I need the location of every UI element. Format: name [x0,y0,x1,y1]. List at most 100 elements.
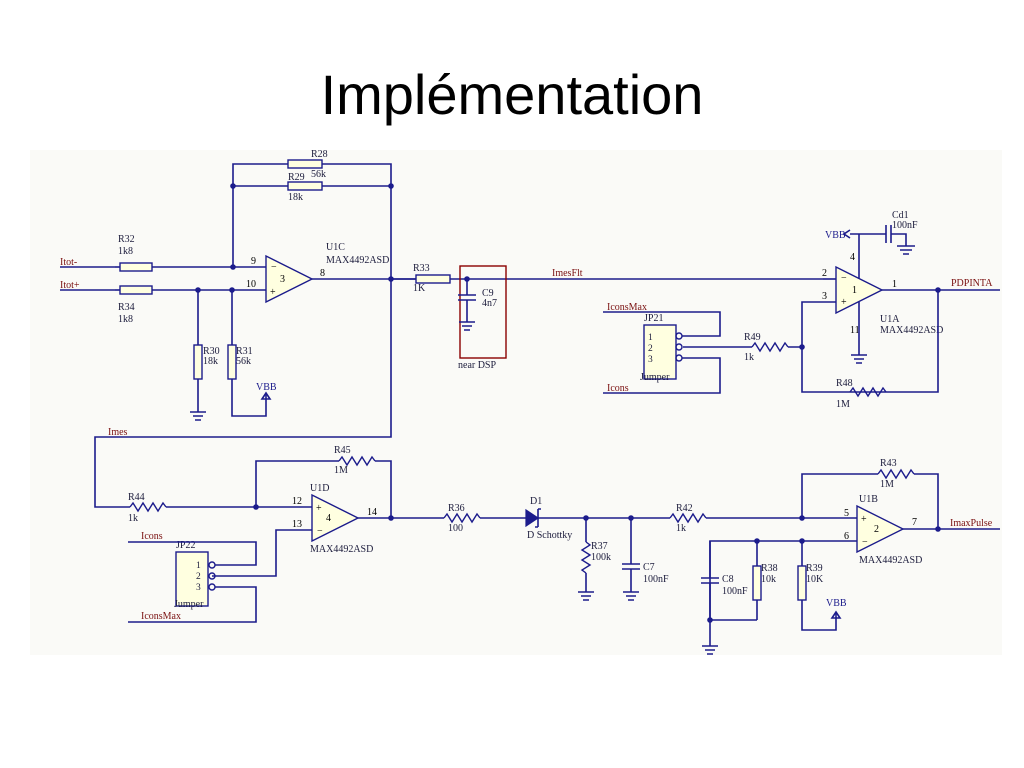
stage-u1b: R43 1M + − 2 5 6 7 U1B MAX4492ASD ImaxPu… [701,458,1000,655]
r30-value: 18k [203,356,218,367]
jp21-pin-3: 3 [648,355,653,365]
c7-ref: C7 [643,562,655,573]
r31-value: 56k [236,356,251,367]
svg-text:+: + [861,514,867,525]
r48-value: 1M [836,399,850,410]
u1c-part: MAX4492ASD [326,255,389,266]
r45-ref: R45 [334,445,351,456]
u1a-pin-gnd: 11 [850,325,860,336]
power-label-vbb-1: VBB [256,382,277,393]
resistor-r34: R34 1k8 [115,285,266,325]
r30-ref: R30 [203,346,220,357]
capacitor-cd1: Cd1 100nF [885,210,918,255]
r45-value: 1M [334,465,348,476]
c7-value: 100nF [643,574,669,585]
resistor-r28: R28 56k [287,150,328,180]
d1-ref: D1 [530,496,542,507]
svg-text:−: − [841,273,847,284]
stage-u1d: Imes R44 1k R45 1M + − 4 12 13 14 U1D MA… [94,279,444,623]
r44-ref: R44 [128,492,145,503]
resistor-r29: R29 18k [287,172,323,203]
power-label-vbb-3: VBB [826,598,847,609]
cd1-ref: Cd1 [892,210,909,221]
r33-value: 1K [413,283,426,294]
resistor-r37: R37 100k [578,518,611,601]
u1d-pin-noninv: 12 [292,496,302,507]
capacitor-c7: C7 100nF [622,518,669,601]
u1a-pin-vcc: 4 [850,252,855,263]
u1b-pin-out: 7 [912,517,917,528]
jumper-jp21: JP21 1 2 3 Jumper [640,313,683,383]
c8-value: 100nF [722,586,748,597]
ground-c8 [702,645,718,655]
net-label-imaxpulse: ImaxPulse [950,518,993,529]
net-label-imesflt: ImesFlt [552,268,583,279]
resistor-r43: R43 1M [877,458,915,490]
r38-value: 10k [761,574,776,585]
r49-value: 1k [744,352,754,363]
r43-value: 1M [880,479,894,490]
capacitor-c8: C8 100nF [701,541,748,620]
net-label-icons-bottom: Icons [141,531,163,542]
u1d-pin-out: 14 [367,507,377,518]
r37-value: 100k [591,552,611,563]
u1a-part: MAX4492ASD [880,325,943,336]
r37-ref: R37 [591,541,608,552]
jp22-pin-2: 2 [196,572,201,582]
net-label-iconsmax-top: IconsMax [607,302,647,313]
r28-ref: R28 [311,150,328,160]
resistor-r36: R36 100 [443,503,481,534]
u1d-part: MAX4492ASD [310,544,373,555]
u1c-pin-inv: 9 [251,256,256,267]
r34-ref: R34 [118,302,135,313]
r29-value: 18k [288,192,303,203]
u1a-pin-out: 1 [892,279,897,290]
near-dsp-label: near DSP [458,360,496,371]
jp22-pin-1: 1 [196,561,201,571]
r38-ref: R38 [761,563,778,574]
net-label-pdpinta: PDPINTA [951,278,993,289]
c8-ref: C8 [722,574,734,585]
u1a-pin-noninv: 3 [822,291,827,302]
diode-d1: D1 D Schottky [525,496,572,541]
vbb-arrow-1 [260,391,272,400]
u1a-unit: 1 [852,285,857,296]
resistor-r48: R48 1M [836,378,887,410]
r28-value: 56k [311,169,326,180]
svg-text:−: − [317,526,323,537]
r39-ref: R39 [806,563,823,574]
r31-ref: R31 [236,346,253,357]
resistor-r38: R38 10k [752,541,778,620]
u1a-pin-inv: 2 [822,268,827,279]
power-label-vbb-2: VBB [825,230,846,241]
u1b-pin-inv: 6 [844,531,849,542]
r49-ref: R49 [744,332,761,343]
jp21-ref: JP21 [644,313,663,324]
jp22-value: Jumper [174,599,204,610]
u1b-part: MAX4492ASD [859,555,922,566]
stage-peak-detector: R36 100 D1 D Schottky R37 100k C7 100n [443,496,857,601]
u1b-unit: 2 [874,524,879,535]
net-label-imes: Imes [108,427,128,438]
r39-value: 10K [806,574,824,585]
cd1-value: 100nF [892,220,918,231]
r36-value: 100 [448,523,463,534]
u1d-unit: 4 [326,513,331,524]
jp21-value: Jumper [640,372,670,383]
jp21-pin-2: 2 [648,344,653,354]
u1b-ref: U1B [859,494,878,505]
r44-value: 1k [128,513,138,524]
resistor-r32: R32 1k8 [115,234,233,272]
capacitor-c9: C9 4n7 [458,279,497,331]
u1c-ref: U1C [326,242,345,253]
r33-ref: R33 [413,263,430,274]
ground-r30 [190,411,206,421]
svg-text:+: + [316,503,322,514]
u1b-pin-noninv: 5 [844,508,849,519]
net-label-icons-top: Icons [607,383,629,394]
opamp-u1c: − + 3 9 10 8 U1C MAX4492ASD [246,242,389,304]
stage-u1c: Itot- Itot+ R32 1k8 R34 1k8 R28 56k [60,150,421,421]
c9-value: 4n7 [482,298,497,309]
r43-ref: R43 [880,458,897,469]
opamp-u1b: + − 2 5 6 7 U1B MAX4492ASD [844,494,922,566]
